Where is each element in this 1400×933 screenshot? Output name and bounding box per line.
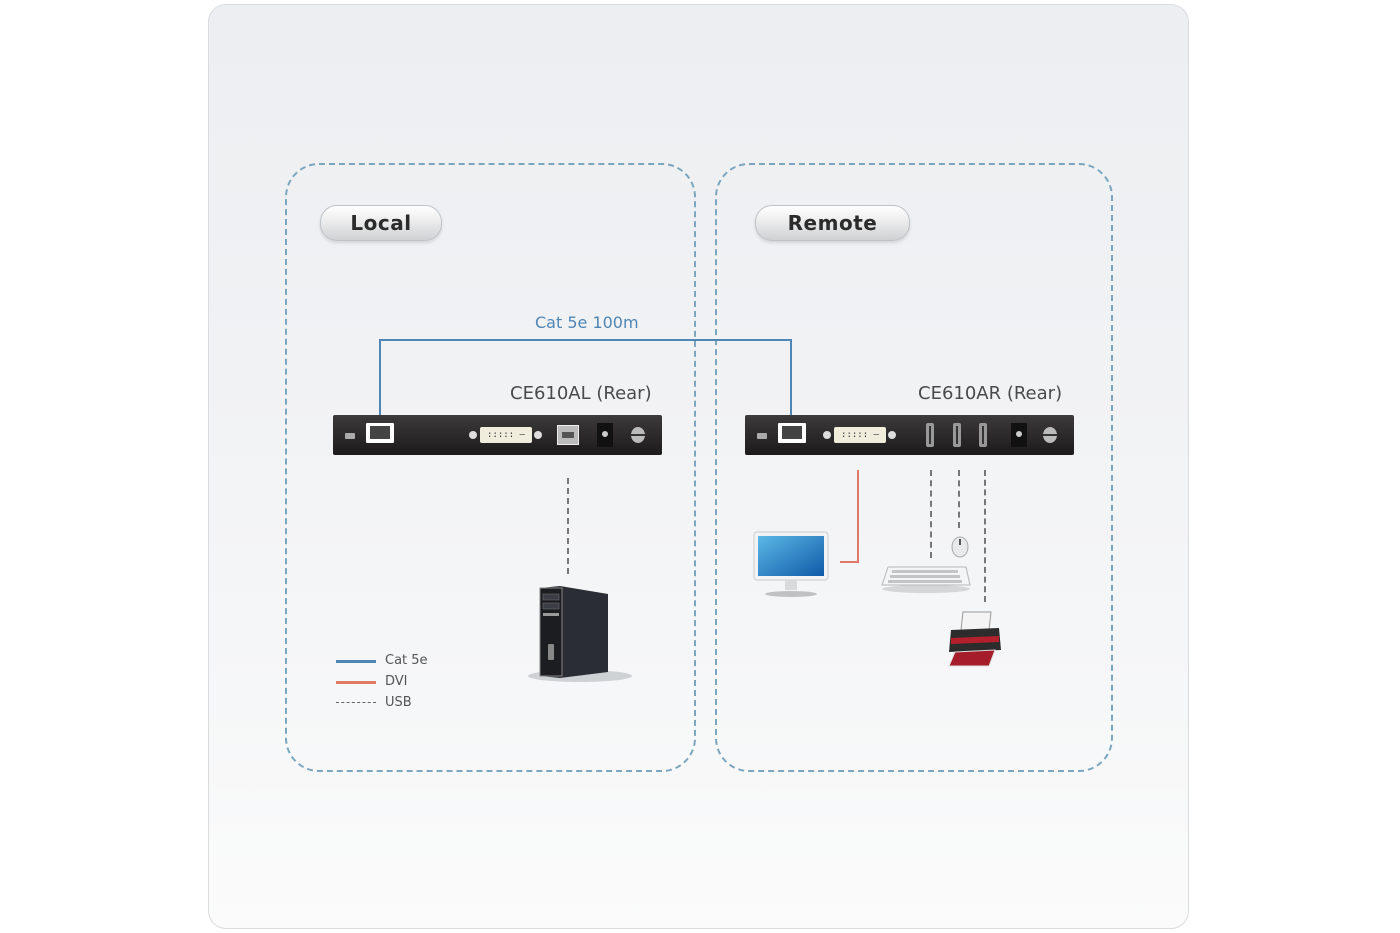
legend-cat5e-swatch xyxy=(336,660,376,663)
cat5e-cable-right-vertical xyxy=(790,339,792,427)
monitor-icon xyxy=(753,531,829,597)
ground-terminal xyxy=(631,427,645,443)
mini-port xyxy=(757,433,767,439)
legend-dvi-swatch xyxy=(336,681,376,684)
local-device-rear-panel: ::::: — xyxy=(333,415,662,455)
remote-device-rear-panel: ::::: — xyxy=(745,415,1074,455)
legend-cat5e-label: Cat 5e xyxy=(385,653,428,668)
local-device-label: CE610AL (Rear) xyxy=(510,383,652,404)
cat5e-cable-horizontal xyxy=(379,339,792,341)
cat5e-cable-left-vertical xyxy=(379,339,381,427)
printer-icon xyxy=(948,611,1001,667)
dvi-cable-vertical xyxy=(857,470,859,563)
dvi-screw xyxy=(534,431,542,439)
remote-zone xyxy=(715,163,1113,772)
usb-cable-printer xyxy=(984,470,986,602)
legend-usb-swatch xyxy=(336,702,376,703)
dvi-port: ::::: — xyxy=(480,427,532,443)
power-jack xyxy=(1011,423,1027,447)
dvi-cable-horizontal xyxy=(840,561,859,563)
local-zone-label: Local xyxy=(320,205,442,241)
usb-cable-mouse xyxy=(958,470,960,528)
keyboard-icon xyxy=(881,566,971,593)
rj45-port xyxy=(366,423,394,443)
power-jack xyxy=(597,423,613,447)
usb-cable-computer xyxy=(567,478,569,574)
usb-b-port xyxy=(557,425,579,445)
usb-cable-keyboard xyxy=(930,470,932,558)
mini-port xyxy=(345,433,355,439)
usb-a-port xyxy=(926,423,934,447)
mouse-icon xyxy=(951,536,969,558)
local-zone xyxy=(285,163,696,772)
cable-label: Cat 5e 100m xyxy=(535,313,639,332)
remote-zone-label: Remote xyxy=(755,205,910,241)
rj45-port xyxy=(778,423,806,443)
diagram-card xyxy=(208,4,1189,929)
legend-usb-label: USB xyxy=(385,695,412,710)
usb-a-port xyxy=(979,423,987,447)
ground-terminal xyxy=(1043,427,1057,443)
remote-device-label: CE610AR (Rear) xyxy=(918,383,1063,404)
usb-a-port xyxy=(953,423,961,447)
dvi-screw xyxy=(469,431,477,439)
dvi-port: ::::: — xyxy=(834,427,886,443)
legend-dvi-label: DVI xyxy=(385,674,408,689)
computer-icon xyxy=(528,586,632,682)
dvi-screw xyxy=(823,431,831,439)
dvi-screw xyxy=(888,431,896,439)
